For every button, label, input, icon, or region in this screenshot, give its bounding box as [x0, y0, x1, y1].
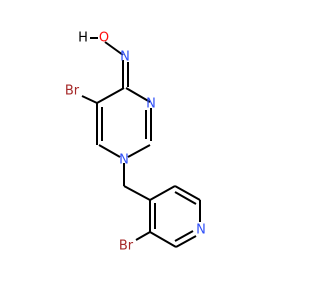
bond-n-c2p-a: [175, 235, 197, 248]
bond-c4-n3: [125, 87, 151, 103]
bond-c5p-c6p-b: [174, 191, 197, 205]
bond-c3p-br: [135, 231, 151, 241]
atom-ring-n3: N: [146, 97, 156, 112]
bond-c5p-c6p-a: [174, 185, 201, 201]
molecule-structure: H O N N N N Br Br: [65, 31, 206, 254]
atom-ring-n1: N: [119, 153, 129, 168]
atom-br-pyridine: Br: [119, 239, 134, 254]
bond-n1-c6: [98, 144, 121, 158]
atom-hydroxyl-o: O: [99, 31, 109, 46]
atom-labels: H O N N N N Br Br: [65, 31, 206, 254]
bonds: [81, 37, 201, 248]
bond-o-n-oxime: [104, 41, 124, 56]
bond-n-c2p-b: [174, 230, 194, 242]
bond-c5-c4: [96, 87, 125, 104]
bond-ch2-c4p: [123, 185, 151, 201]
atom-pyridine-n: N: [196, 223, 206, 238]
bond-c2p-c3p: [149, 231, 177, 248]
bond-c4p-c5p: [149, 185, 176, 201]
bond-c5-br: [81, 95, 98, 104]
bond-c2-n1: [127, 144, 151, 158]
atom-br-pyrimidine: Br: [65, 84, 80, 99]
atom-oxime-n: N: [120, 50, 130, 65]
atom-hydroxyl-h: H: [78, 31, 88, 46]
